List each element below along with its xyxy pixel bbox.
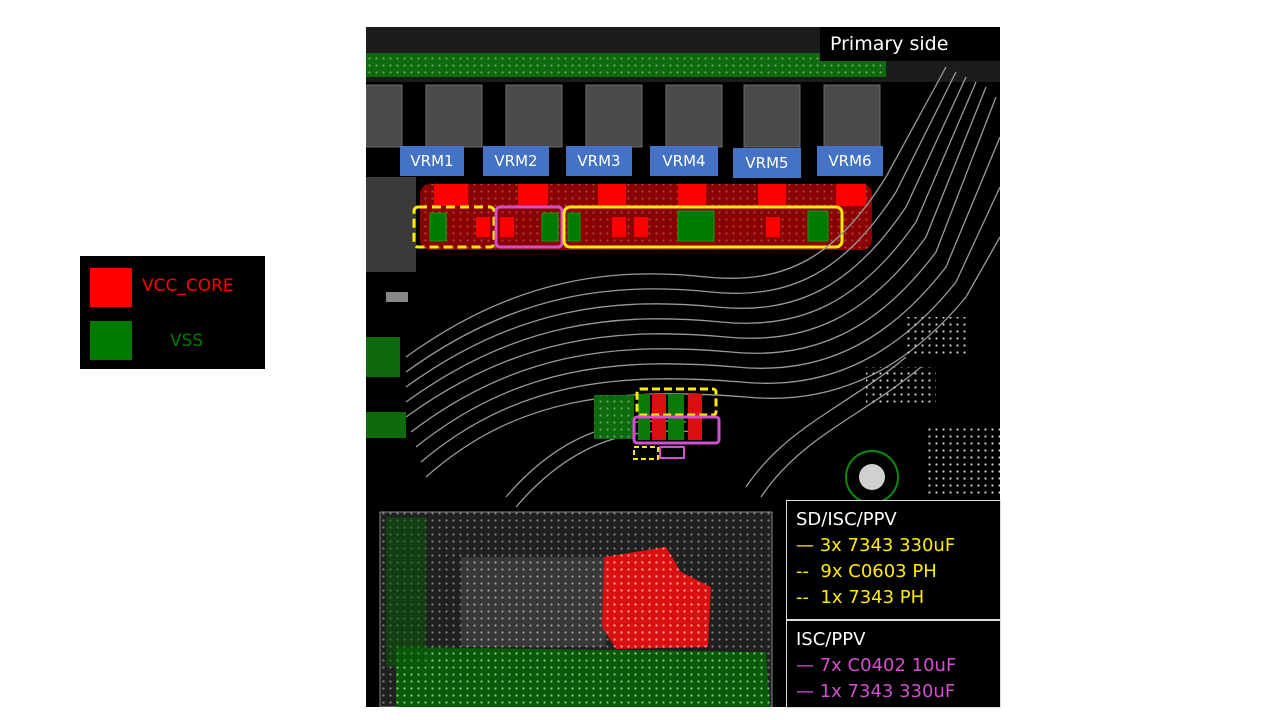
primary-side-label: Primary side: [820, 27, 1000, 61]
isc-ppv-legend: ISC/PPV — 7x C0402 10uF — 1x 7343 330uF: [786, 620, 1001, 708]
isc-ppv-line-1: — 7x C0402 10uF: [796, 655, 957, 676]
color-legend: VCC_CORE VSS: [80, 256, 265, 369]
sd-isc-ppv-legend: SD/ISC/PPV — 3x 7343 330uF -- 9x C0603 P…: [786, 500, 1001, 620]
vss-legend-label: VSS: [170, 331, 204, 351]
sd-isc-ppv-line-2: -- 9x C0603 PH: [796, 561, 937, 582]
sd-isc-ppv-heading: SD/ISC/PPV: [796, 509, 897, 530]
sd-isc-ppv-line-1: — 3x 7343 330uF: [796, 535, 956, 556]
isc-ppv-line-2: — 1x 7343 330uF: [796, 681, 956, 702]
sd-isc-ppv-line-3: -- 1x 7343 PH: [796, 587, 925, 608]
vrm2-label: VRM2: [483, 146, 549, 176]
vrm4-label: VRM4: [650, 146, 718, 176]
vrm6-label: VRM6: [817, 146, 883, 176]
vss-swatch: [90, 321, 132, 360]
vcc-core-legend-label: VCC_CORE: [142, 276, 234, 296]
vrm1-label: VRM1: [400, 146, 464, 176]
isc-ppv-heading: ISC/PPV: [796, 629, 866, 650]
vrm5-label: VRM5: [733, 148, 801, 178]
vcc-core-swatch: [90, 268, 132, 307]
vrm3-label: VRM3: [566, 146, 632, 176]
